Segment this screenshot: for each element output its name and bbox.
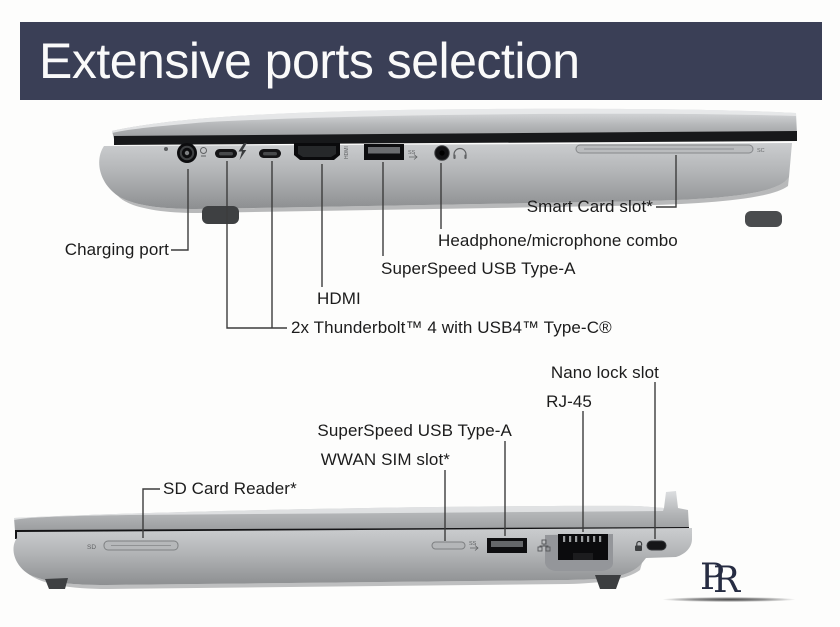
laptop-right-side-photo: SD SS bbox=[13, 491, 693, 589]
label-smart-card: Smart Card slot* bbox=[526, 197, 653, 216]
network-icon bbox=[537, 539, 551, 552]
svg-text:SS: SS bbox=[408, 150, 416, 156]
lock-icon bbox=[635, 540, 643, 551]
headphone-icon bbox=[453, 147, 467, 159]
usb-c-port bbox=[259, 149, 281, 158]
hdmi-port bbox=[294, 143, 340, 160]
base-bottom-shade bbox=[118, 177, 789, 213]
wwan-sim-slot bbox=[431, 541, 466, 550]
charging-icon bbox=[200, 147, 207, 157]
label-hdmi: HDMI bbox=[317, 289, 361, 308]
label-wwan: WWAN SIM slot* bbox=[320, 450, 450, 469]
usb-a-port bbox=[364, 144, 404, 160]
charging-port bbox=[177, 143, 197, 163]
label-usb-a-bottom: SuperSpeed USB Type-A bbox=[317, 421, 512, 440]
power-led bbox=[164, 147, 168, 151]
rubber-foot bbox=[745, 211, 782, 227]
usb-c-port bbox=[215, 149, 237, 158]
sd-card-slot bbox=[103, 540, 179, 551]
laptop-left-side-photo: HDMI SS SC bbox=[99, 108, 797, 227]
label-charging-port: Charging port bbox=[64, 240, 169, 259]
label-sd-reader: SD Card Reader* bbox=[163, 479, 297, 498]
sd-engraving: SD bbox=[87, 544, 96, 551]
base-bottom-shade bbox=[30, 563, 642, 589]
nano-lock-slot bbox=[646, 540, 667, 551]
headphone-jack bbox=[434, 145, 450, 161]
lid-highlight bbox=[112, 108, 796, 133]
thunderbolt-icon bbox=[238, 143, 247, 160]
smart-card-engraving: SC bbox=[757, 148, 765, 154]
rj45-port bbox=[558, 534, 608, 560]
logo-swoosh bbox=[663, 597, 795, 602]
label-headphone: Headphone/microphone combo bbox=[438, 231, 678, 250]
lid-highlight bbox=[14, 505, 664, 520]
label-thunderbolt: 2x Thunderbolt™ 4 with USB4™ Type-C® bbox=[291, 318, 612, 337]
svg-text:SS: SS bbox=[469, 541, 477, 547]
logo-letter-p: P bbox=[700, 557, 725, 598]
usb-superspeed-icon: SS bbox=[408, 150, 418, 160]
hdmi-engraving-text: HDMI bbox=[344, 146, 350, 159]
page-title: Extensive ports selection bbox=[39, 33, 580, 89]
lid-base-seam bbox=[114, 131, 797, 145]
logo-letter-r: R bbox=[713, 560, 741, 601]
label-rj45: RJ-45 bbox=[546, 392, 592, 411]
label-nano-lock: Nano lock slot bbox=[550, 363, 659, 382]
label-usb-a-top: SuperSpeed USB Type-A bbox=[381, 259, 576, 278]
usb-superspeed-icon: SS bbox=[469, 541, 479, 551]
title-banner: Extensive ports selection bbox=[20, 22, 822, 100]
rubber-foot bbox=[202, 206, 239, 224]
rubber-foot bbox=[45, 578, 68, 589]
rubber-foot bbox=[595, 575, 621, 589]
usb-a-port bbox=[487, 538, 527, 553]
smart-card-slot bbox=[575, 144, 754, 154]
brand-logo: P R bbox=[698, 558, 808, 606]
